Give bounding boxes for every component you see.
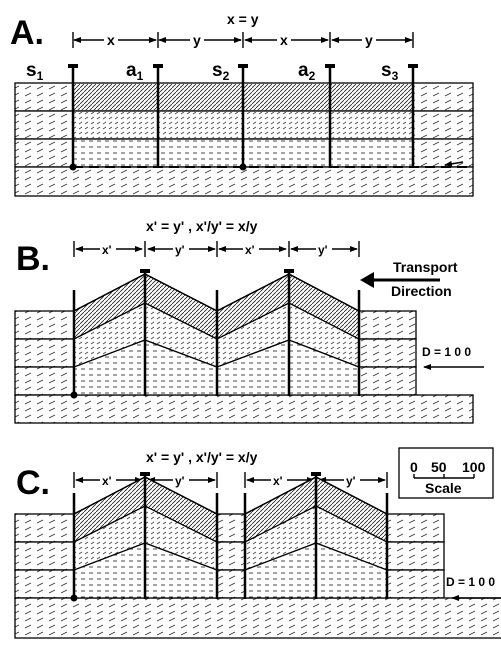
scale-label: Scale [425,480,462,496]
station-label: s2 [212,60,230,83]
spacing-label: x [107,32,115,48]
spacing-label: x' [245,243,255,257]
flow-arrow [444,160,464,167]
anchor-point [70,594,78,602]
anchor-point [69,163,77,171]
station-label: s1 [26,60,44,83]
spacing-label: x' [273,474,283,488]
spacing-label: y' [346,474,356,488]
station-posts [68,64,418,168]
depth-label: D = 1 0 0 [422,345,471,359]
panel-b: B. x' = y' , x'/y' = x/y x' y' x' y' Tra… [14,218,484,424]
scale-tick-label: 0 [410,459,418,475]
base-layer [14,394,474,424]
scale-bar: 0 50 100 Scale [398,447,494,499]
direction-label: Direction [391,283,452,299]
depth-label: D = 1 0 0 [446,575,495,589]
base-layer [14,166,474,197]
station-label: a1 [126,60,144,83]
panel-c: C. x' = y' , x'/y' = x/y x' y' x' y' 0 5… [14,447,501,639]
station-posts [72,472,389,599]
transport-arrowhead [360,272,374,288]
panel-a-equation: x = y [227,11,259,27]
spacing-label: x' [102,243,112,257]
transport-label: Transport [393,259,458,275]
spacing-label: y [193,32,201,48]
base-layer [14,597,501,639]
station-posts [72,269,361,396]
anchor-point [70,391,78,399]
spacing-label: y' [318,243,328,257]
spacing-label: y' [175,243,185,257]
anchor-point [239,163,247,171]
panel-a-letter: A. [10,14,44,52]
panel-c-equation: x' = y' , x'/y' = x/y [146,449,258,465]
scale-tick-label: 100 [462,459,486,475]
panel-b-equation: x' = y' , x'/y' = x/y [146,218,258,234]
spacing-label: y' [175,474,185,488]
spacing-label: x [280,32,288,48]
station-label: a2 [298,60,316,83]
scale-tick-label: 50 [431,459,447,475]
panel-b-letter: B. [16,240,50,278]
panel-a: A. x = y x y x y s1 a1 s2 a2 s3 [10,11,474,197]
spacing-label: y [365,32,373,48]
station-label: s3 [381,60,399,83]
spacing-label: x' [102,474,112,488]
panel-c-letter: C. [16,464,50,502]
